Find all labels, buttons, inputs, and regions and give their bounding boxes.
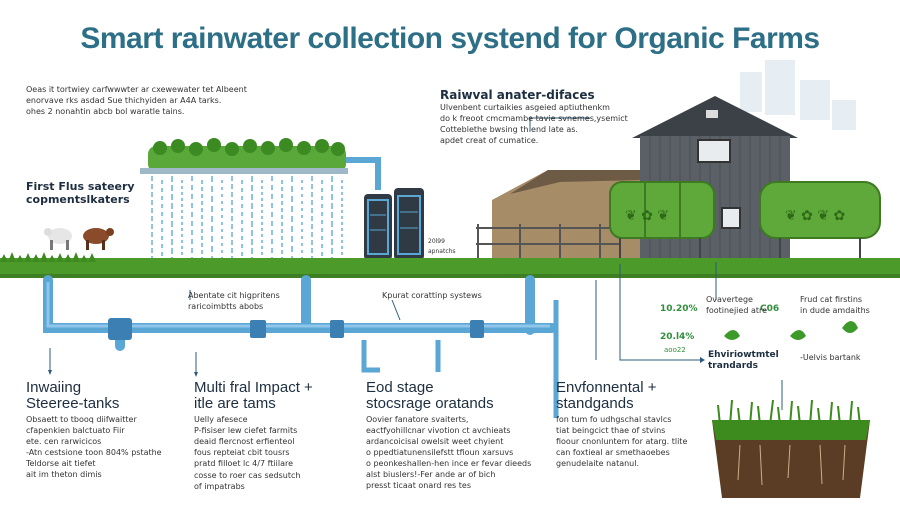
env-heading: Envfonnental + standgands [556,379,657,412]
factory-silhouette [740,60,856,130]
connector-lines [49,117,783,410]
cows [44,228,114,250]
impact-extra: cosse to roer cas sedsutch of impatrabs [194,471,301,491]
pipe-highlight [46,282,550,328]
soil-shed [492,170,640,262]
green-roof [140,138,348,174]
retrieval-text: Ulvenbent curtaikies asgeied aptiuthenkm… [440,103,628,145]
tank-sublabel: apnatchs [428,248,456,255]
stat-2: 20.l4% [660,332,695,342]
impact-heading: Multi fral Impact + itle are tams [194,379,313,412]
gutter-pipe [346,157,381,190]
end-stage-heading: Eod stage stocsrage oratands [366,379,494,412]
env-label-2: -Uelvis bartank [800,353,861,362]
page-title: Smart rainwater collection systend for O… [80,22,820,55]
green-tank-right: ❦ ✿ ❦ ✿ [759,181,881,262]
retrieval-title: Raiwval anater-difaces [440,88,595,102]
right-caption-2: Frud cat firstins in dude amdaiths [800,295,870,315]
env-label: Ehviriowtmtel trandards [708,350,779,371]
first-flush-label: First Flus sateery copmentslkaters [26,180,135,206]
stat-4: C06 [760,304,780,314]
env-text: fon tum fo udhgschal stavlcs tiat beingc… [556,415,688,468]
intro-text: Oeas it tortwiey carfwwwter ar cxewewate… [26,85,247,116]
svg-text:❦ ✿ ❦ ✿: ❦ ✿ ❦ ✿ [785,208,845,224]
stat-1: 10.20% [660,304,698,314]
storage-text: Obsaett to tbooq diifwaitter cfapenkien … [26,415,162,479]
grass-patch [712,399,870,498]
leaf-icons [724,321,858,340]
impact-text: Uelly afesece P-fisiser lew ciefet farmi… [194,415,298,468]
pipe-valves [108,318,484,340]
tank-label: 20l99 [428,238,445,245]
kpurat-label: Kpurat corattinp systews [382,291,482,300]
dark-storage-tanks [364,188,424,260]
rain-streams [151,176,343,262]
right-caption-1: Ovavertege footinejied atre [706,295,768,315]
end-stage-text: Oovier fanatore svaiterts, eactfyohillcn… [366,415,532,490]
storage-heading: Inwaiing Steeree-tanks [26,379,120,412]
svg-text:❦ ✿ ❦: ❦ ✿ ❦ [625,208,669,224]
mid-pipe-text: Abentate cit higpritens raricoimbtts abo… [188,291,280,311]
fence [476,224,620,262]
right-pipes [361,300,559,418]
stat-3: aoo22 [664,346,686,354]
arrow-markers [48,357,705,377]
green-tank-left: ❦ ✿ ❦ [609,181,715,262]
grass-strip [0,252,900,278]
